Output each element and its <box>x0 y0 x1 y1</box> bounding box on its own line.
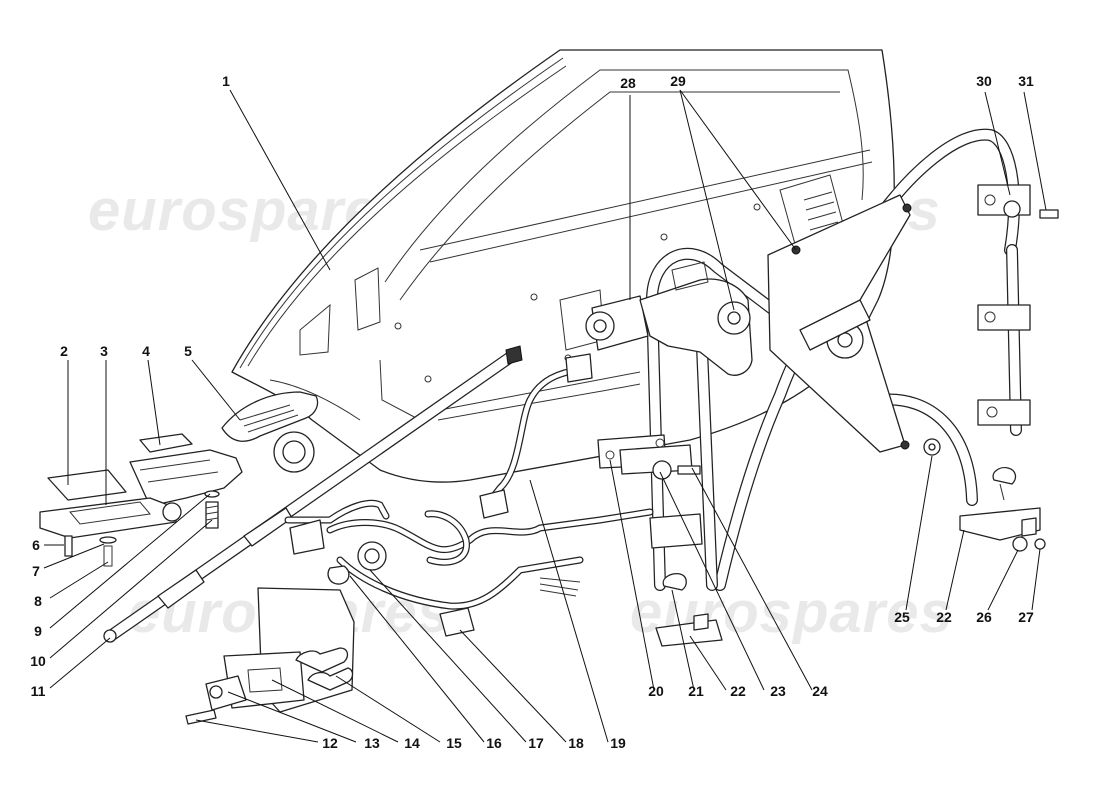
callout-24: 24 <box>812 683 828 699</box>
callout-11: 11 <box>31 683 46 699</box>
door-lock-assembly <box>185 587 355 725</box>
callout-26: 26 <box>976 609 992 625</box>
callout-29: 29 <box>670 73 686 89</box>
callout-7: 7 <box>32 563 40 579</box>
callout-1: 1 <box>222 73 230 89</box>
callout-30: 30 <box>976 73 992 89</box>
callout-22-left: 22 <box>730 683 746 699</box>
callout-10: 10 <box>30 653 46 669</box>
door-hinges <box>39 433 243 567</box>
callout-9: 9 <box>34 623 42 639</box>
callout-15: 15 <box>446 735 462 751</box>
callout-25: 25 <box>894 609 910 625</box>
callout-6: 6 <box>32 537 40 553</box>
callout-19: 19 <box>610 735 626 751</box>
callout-18: 18 <box>568 735 584 751</box>
callout-2: 2 <box>60 343 68 359</box>
callout-12: 12 <box>322 735 338 751</box>
callout-14: 14 <box>404 735 420 751</box>
window-motor <box>585 261 753 376</box>
callout-20: 20 <box>648 683 664 699</box>
door-rods-and-cables <box>103 345 654 643</box>
callout-31: 31 <box>1018 73 1034 89</box>
callout-17: 17 <box>528 735 544 751</box>
callout-13: 13 <box>364 735 380 751</box>
callout-28: 28 <box>620 75 636 91</box>
callout-16: 16 <box>486 735 502 751</box>
callout-27: 27 <box>1018 609 1034 625</box>
callout-21: 21 <box>688 683 704 699</box>
callout-22-right: 22 <box>936 609 952 625</box>
callout-3: 3 <box>100 343 108 359</box>
callout-labels: 1 2 3 4 5 6 7 8 9 10 11 12 13 14 15 16 1… <box>30 73 1034 751</box>
callout-5: 5 <box>184 343 192 359</box>
door-handle-switch <box>221 391 319 473</box>
callout-4: 4 <box>142 343 150 359</box>
callout-23: 23 <box>770 683 786 699</box>
callout-8: 8 <box>34 593 42 609</box>
small-hardware <box>652 200 1059 647</box>
leader-lines <box>43 89 1047 743</box>
